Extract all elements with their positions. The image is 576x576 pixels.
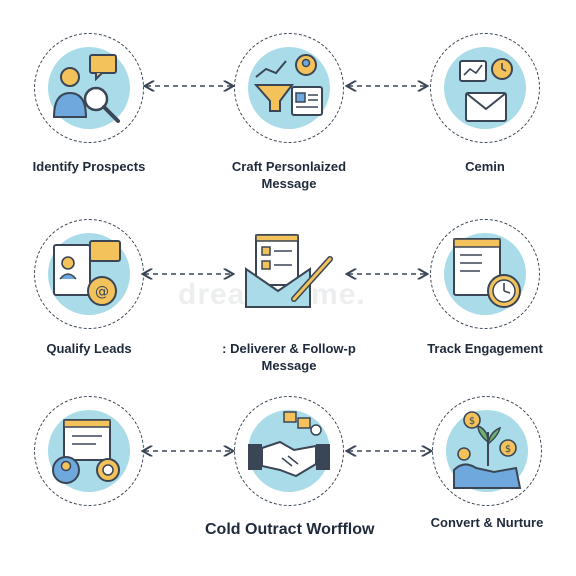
step-cemin — [430, 33, 540, 143]
growth-handshake-icon: $ $ — [453, 411, 522, 489]
envelope-checklist-pen-icon — [245, 234, 333, 308]
step-profile-badge — [34, 396, 144, 506]
email-automation-icon — [459, 58, 513, 122]
step-handshake — [234, 396, 344, 506]
handshake-icon — [248, 411, 330, 478]
svg-text:$: $ — [469, 416, 475, 427]
svg-text:@: @ — [95, 284, 109, 300]
step-track-engagement — [430, 219, 540, 329]
step-convert-nurture: $ $ — [432, 396, 542, 506]
label-deliver-follow-up: : Deliverer & Follow-p Message — [222, 341, 356, 373]
step-deliver-follow-up — [234, 219, 344, 329]
engagement-timer-icon — [453, 238, 521, 308]
label-qualify-leads: Qualify Leads — [46, 341, 132, 356]
prospect-search-icon — [52, 54, 120, 123]
step-craft-message — [234, 33, 344, 143]
svg-text:$: $ — [505, 444, 511, 455]
diagram-title: Cold Outract Worfflow — [205, 521, 375, 538]
step-identify-prospects — [34, 33, 144, 143]
label-cemin: Cemin — [465, 159, 505, 174]
label-identify-prospects: Identify Prospects — [32, 159, 146, 174]
profile-badge-icon — [52, 419, 120, 484]
lead-profile-gear-icon: @ — [53, 240, 121, 306]
label-track-engagement: Track Engagement — [427, 341, 543, 356]
label-craft-message: Craft Personlaized Message — [231, 159, 347, 191]
step-qualify-leads: @ — [34, 219, 144, 329]
label-convert-nurture: Convert & Nurture — [430, 515, 544, 530]
funnel-analytics-icon — [253, 54, 323, 116]
